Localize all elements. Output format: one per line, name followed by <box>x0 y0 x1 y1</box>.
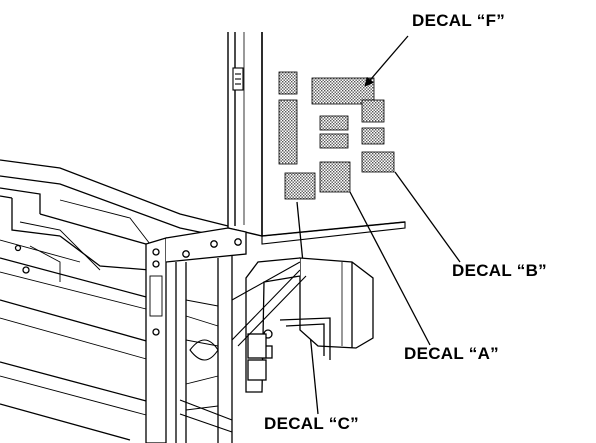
decal-f-label: DECAL “F” <box>412 11 506 30</box>
leader-b <box>394 171 461 263</box>
decal-small-2 <box>361 99 385 123</box>
decal-group <box>278 71 395 200</box>
decal-a <box>319 161 351 193</box>
decal-b <box>361 151 395 173</box>
decal-top-left <box>278 71 298 95</box>
decal-small-3 <box>319 133 349 149</box>
panel-switch <box>232 67 244 91</box>
decal-a-label: DECAL “A” <box>404 344 499 363</box>
frame-rails <box>0 159 229 441</box>
decal-b-label: DECAL “B” <box>452 261 547 280</box>
motor-housing <box>245 257 374 393</box>
leader-f <box>364 35 409 87</box>
decal-c-label: DECAL “C” <box>264 414 359 433</box>
leader-a <box>349 191 431 346</box>
decal-left-tall <box>278 99 298 165</box>
cross-braces <box>179 261 307 433</box>
decal-c <box>284 172 316 200</box>
decal-small-4 <box>361 127 385 145</box>
decal-small-1 <box>319 115 349 131</box>
front-post <box>145 227 247 443</box>
